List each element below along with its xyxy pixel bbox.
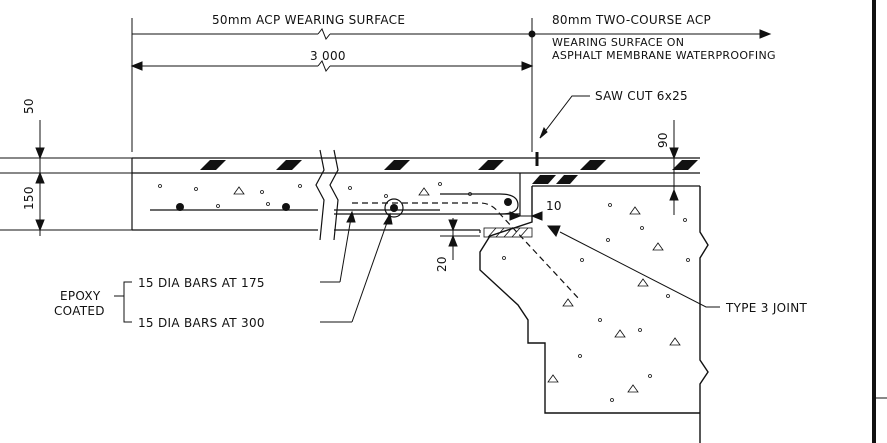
- break-line: [315, 149, 339, 241]
- dim-20: [440, 218, 480, 260]
- top-dimensions: [130, 18, 772, 152]
- dim-10-label: 10: [546, 199, 562, 213]
- top-right-label-line3: ASPHALT MEMBRANE WATERPROOFING: [552, 49, 776, 62]
- dim-50-label: 50: [22, 98, 36, 114]
- dim-90-label: 90: [656, 132, 670, 148]
- span-dimension-label: 3 000: [310, 49, 346, 63]
- bar-sections: [176, 198, 512, 212]
- dim-150-label: 150: [22, 186, 36, 210]
- deck-slab: [131, 157, 700, 233]
- bearing-pad: [483, 227, 533, 238]
- dim-20-label: 20: [435, 256, 449, 272]
- wearing-surface-hatch: [200, 160, 698, 184]
- saw-cut-label: SAW CUT 6x25: [595, 89, 688, 103]
- top-left-dimension-label: 50mm ACP WEARING SURFACE: [212, 13, 405, 27]
- abutment-aggregate: [502, 203, 690, 402]
- right-dimension-90: [669, 120, 679, 215]
- bar-highlight-circle: [384, 198, 404, 218]
- bars-175-label: 15 DIA BARS AT 175: [138, 276, 265, 290]
- type3-joint-label: TYPE 3 JOINT: [725, 301, 808, 315]
- top-right-label-line1: 80mm TWO-COURSE ACP: [552, 13, 711, 27]
- dim-10: [509, 211, 543, 221]
- epoxy-label-line2: COATED: [54, 304, 105, 318]
- epoxy-label-line1: EPOXY: [60, 289, 101, 303]
- left-vertical-dimensions: [0, 120, 132, 236]
- saw-cut-leader: [539, 95, 590, 139]
- type3-joint-leader: [546, 225, 720, 308]
- bars-300-label: 15 DIA BARS AT 300: [138, 316, 265, 330]
- bar-leaders: [114, 210, 393, 323]
- abutment: [479, 186, 709, 443]
- top-right-label-line2: WEARING SURFACE ON: [552, 36, 684, 49]
- aggregate-dots: [158, 182, 472, 208]
